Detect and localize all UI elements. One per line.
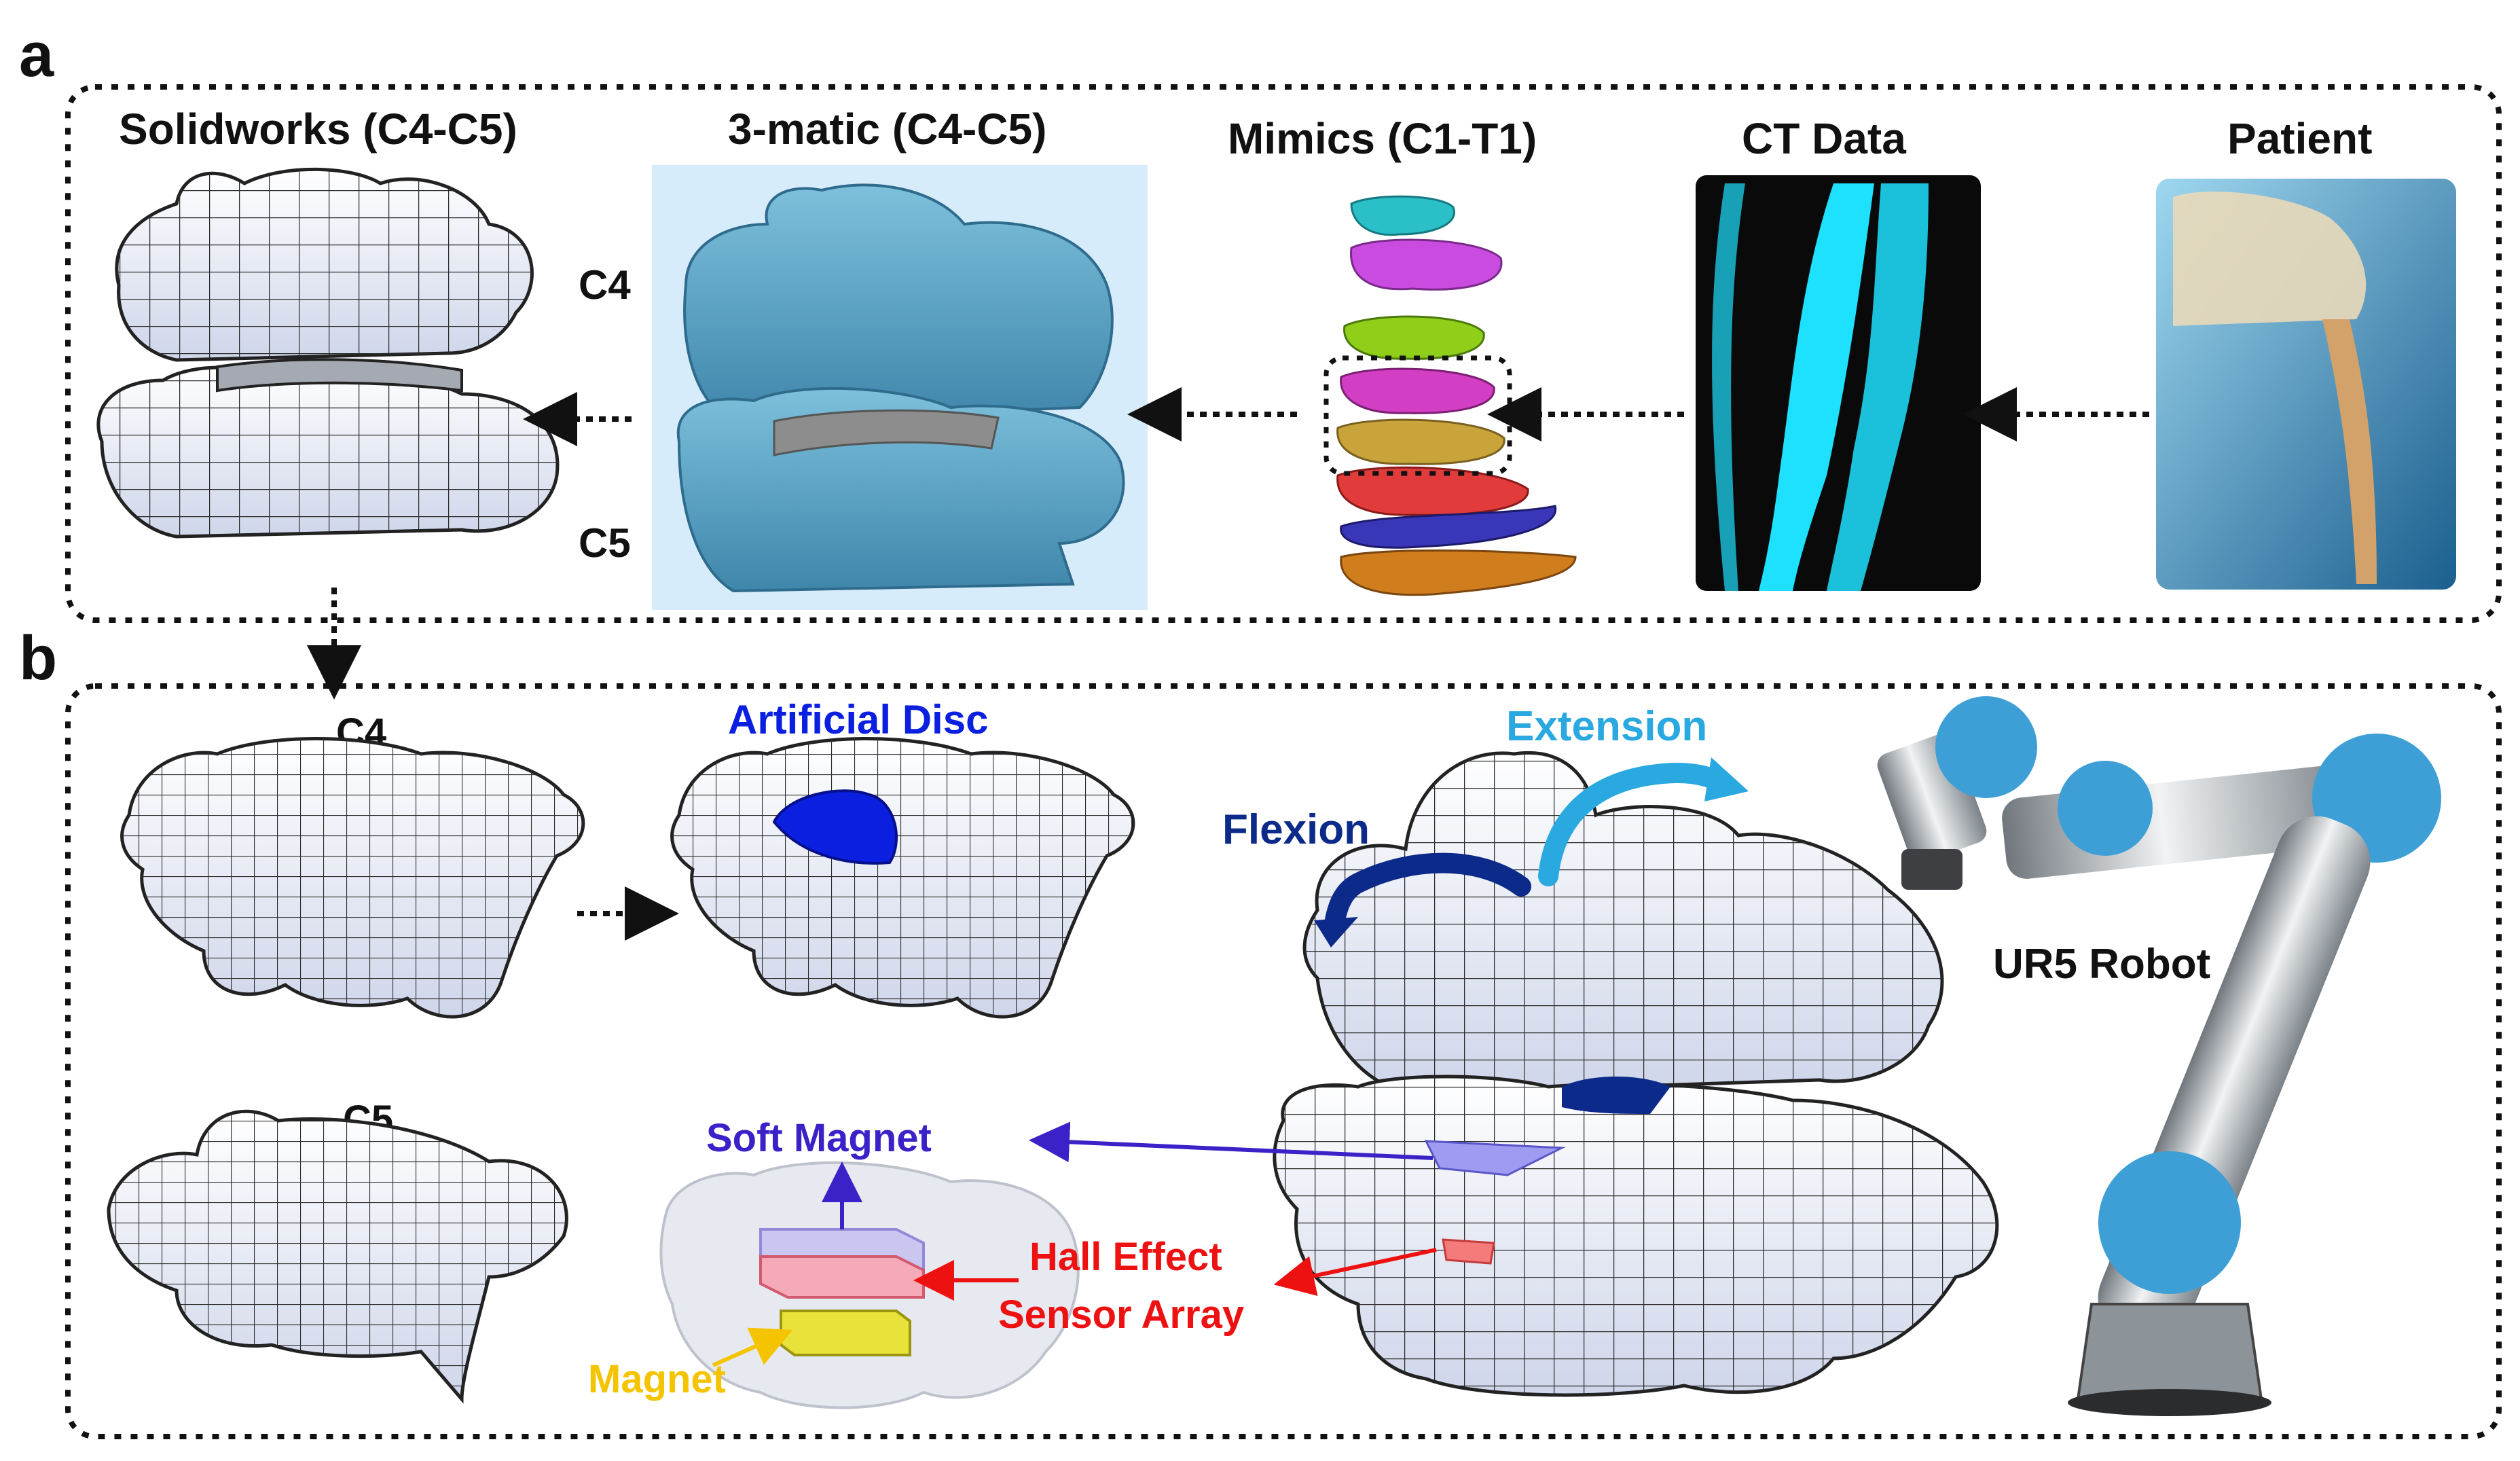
ct-title: CT Data: [1742, 114, 1906, 163]
solidworks-c5-label: C5: [579, 520, 631, 566]
panel-a-flow-arrows: [307, 387, 2149, 700]
soft-magnet-pointer-arrow: [1029, 1121, 1434, 1163]
c4-c5-assembly-image: [1273, 751, 1999, 1397]
artificial-disc-label: Artificial Disc: [728, 697, 988, 742]
panel-a-letter: a: [19, 20, 54, 90]
extension-label: Extension: [1506, 703, 1707, 750]
extension-arrow: [1538, 763, 1728, 886]
magnet-label: Magnet: [588, 1357, 726, 1401]
patient-title: Patient: [2227, 114, 2372, 163]
panel-a-frame: [65, 84, 2502, 623]
extension-arrowhead: [1704, 757, 1749, 801]
flexion-arrow: [1324, 852, 1531, 934]
ur5-robot-label: UR5 Robot: [1993, 941, 2210, 988]
flexion-label: Flexion: [1222, 806, 1370, 853]
mimics-title: Mimics (C1-T1): [1228, 114, 1537, 163]
matic-vertebrae-image: [652, 165, 1148, 610]
matic-title: 3-matic (C4-C5): [728, 105, 1046, 154]
solidworks-vertebrae-image: [96, 167, 560, 539]
flexion-arrowhead: [1314, 917, 1358, 948]
hall-effect-arrow-right: [1273, 1248, 1437, 1297]
panel-b-letter: b: [19, 624, 57, 693]
ur5-robot-image: [1877, 696, 2441, 1416]
b-c4-vertebra-image: [120, 737, 585, 1019]
ct-data-image: [1696, 175, 1981, 591]
mimics-spine-image: [1323, 195, 1577, 596]
magnet-arrow: [712, 1327, 793, 1367]
b-c5-vertebra-image: [107, 1109, 568, 1404]
hall-effect-label-line2: Sensor Array: [998, 1293, 1244, 1337]
b-c4-with-disc-image: [670, 737, 1135, 1019]
patient-image: [2156, 179, 2456, 590]
solidworks-c4-label: C4: [579, 262, 631, 308]
hall-effect-label-line1: Hall Effect: [1029, 1235, 1222, 1279]
soft-magnet-label: Soft Magnet: [706, 1116, 932, 1160]
solidworks-title: Solidworks (C4-C5): [119, 105, 517, 154]
